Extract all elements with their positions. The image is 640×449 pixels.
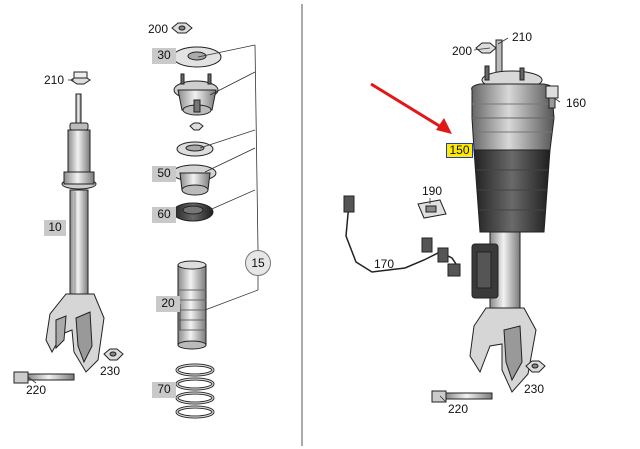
callout-30: 30 — [152, 48, 176, 64]
callout-160: 160 — [566, 96, 587, 110]
callout-50: 50 — [152, 166, 176, 182]
callout-150-highlighted: 150 — [446, 143, 473, 158]
callout-230-right: 230 — [524, 382, 545, 396]
callout-20: 20 — [156, 296, 180, 312]
callout-10: 10 — [44, 220, 66, 236]
callout-15: 15 — [245, 250, 271, 276]
exploded-parts-drawing — [171, 22, 222, 419]
callout-230-left: 230 — [100, 364, 121, 378]
leader-lines — [27, 44, 259, 384]
callout-60: 60 — [152, 207, 176, 223]
callout-70: 70 — [152, 382, 176, 398]
callout-210-right: 210 — [512, 30, 533, 44]
callout-220-right: 220 — [448, 402, 469, 416]
callout-190: 190 — [422, 184, 443, 198]
callout-200-right: 200 — [452, 44, 473, 58]
pointer-arrow — [370, 82, 452, 134]
callout-200-mid: 200 — [148, 22, 169, 36]
callout-210-left: 210 — [44, 73, 65, 87]
air-strut-drawing — [417, 39, 559, 403]
callout-170: 170 — [374, 257, 395, 271]
shock-absorber-drawing — [13, 71, 124, 384]
callout-220-left: 220 — [26, 383, 47, 397]
